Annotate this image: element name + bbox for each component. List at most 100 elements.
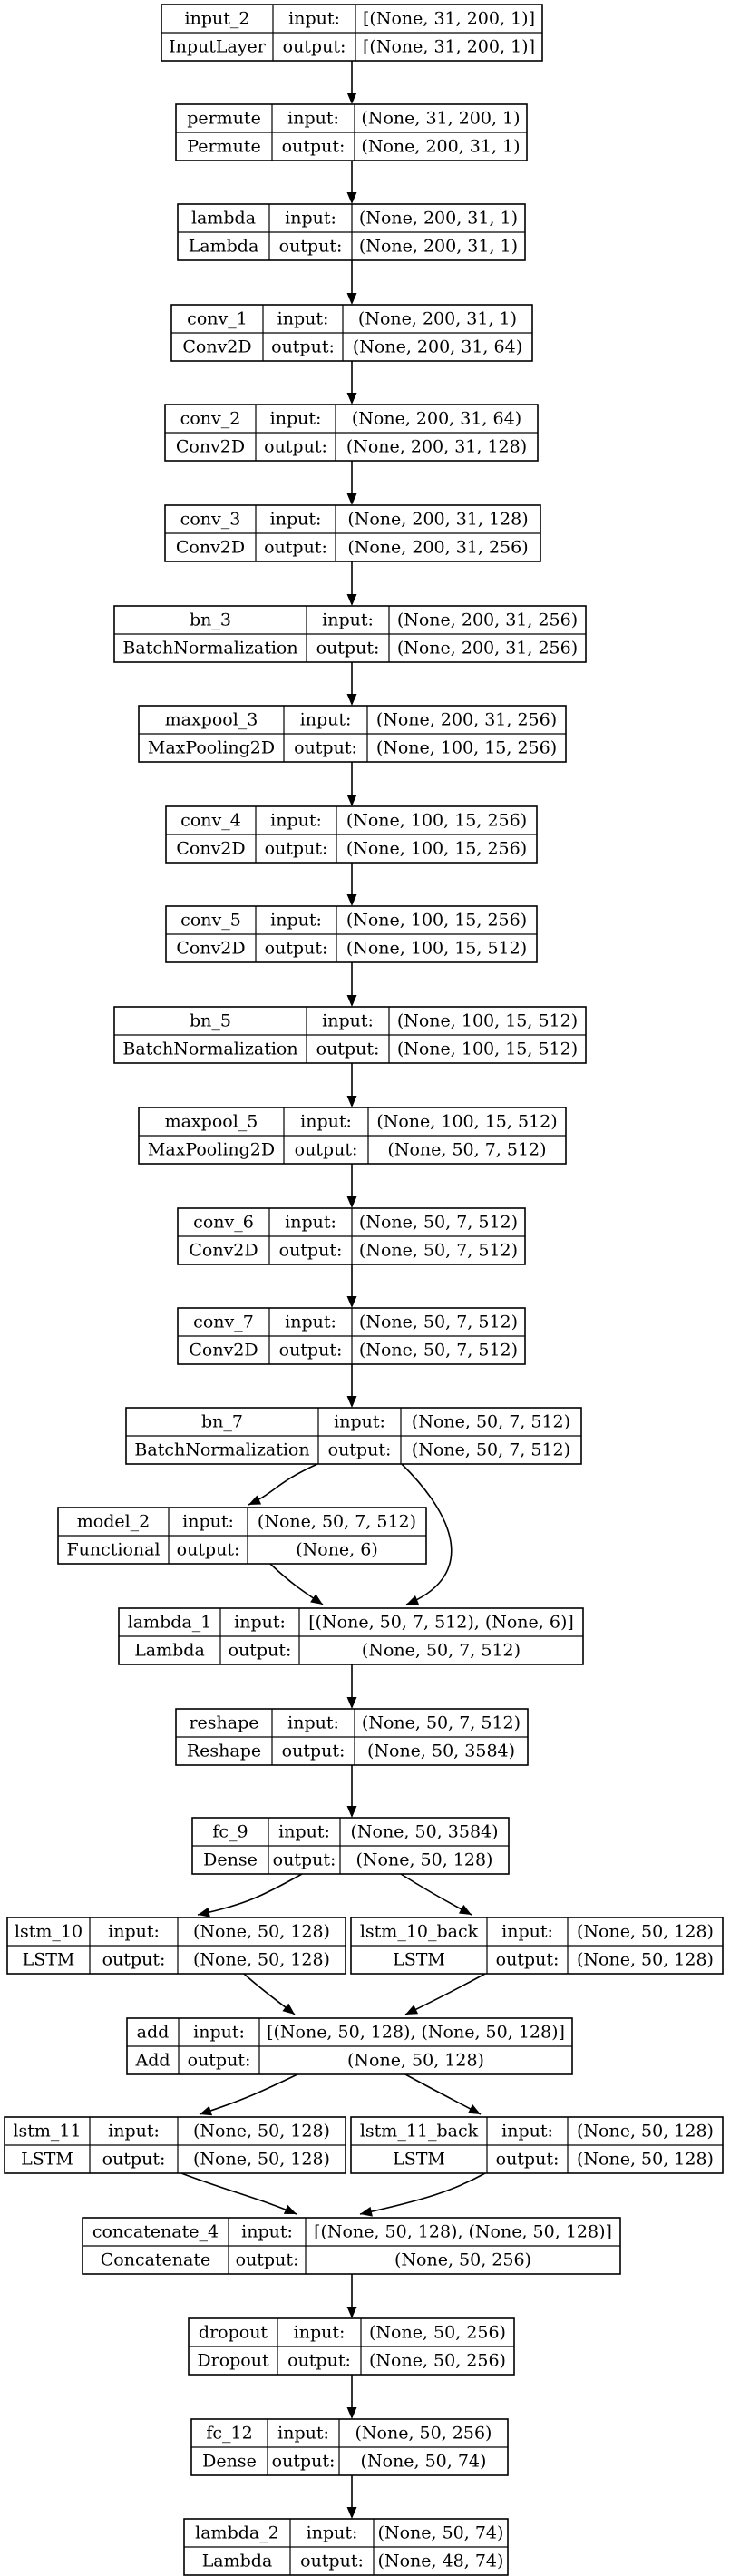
input-shape: [(None, 50, 128), (None, 50, 128)] — [314, 2222, 612, 2242]
layer-type: Functional — [66, 1540, 160, 1560]
input-shape: (None, 50, 7, 512) — [362, 1713, 521, 1733]
input-label: input: — [287, 109, 339, 129]
input-label: input: — [300, 710, 352, 730]
arrowhead — [200, 2105, 213, 2116]
input-label: input: — [294, 2323, 346, 2343]
layer-type: Conv2D — [176, 437, 245, 457]
arrowhead — [346, 1096, 357, 1107]
output-label: output: — [264, 538, 327, 558]
input-shape: (None, 200, 31, 1) — [359, 209, 518, 229]
input-shape: (None, 50, 128) — [193, 1922, 330, 1942]
input-shape: (None, 50, 256) — [355, 2424, 492, 2444]
layer-name: bn_5 — [190, 1011, 231, 1031]
edge-line — [197, 1873, 303, 1916]
layer-name: fc_9 — [212, 1822, 248, 1842]
input-shape: (None, 50, 74) — [378, 2523, 504, 2543]
output-label: output: — [496, 2150, 560, 2170]
layer-name: lambda_2 — [195, 2523, 279, 2543]
arrowhead — [282, 2003, 295, 2015]
input-label: input: — [234, 1613, 286, 1633]
output-shape: (None, 48, 74) — [378, 2552, 504, 2571]
output-label: output: — [282, 137, 346, 157]
layer-name: reshape — [189, 1713, 258, 1733]
arrowhead — [346, 93, 357, 104]
edge-conv-5-to-bn-5 — [346, 962, 357, 1007]
arrowhead — [346, 2507, 357, 2519]
edge-line — [248, 1463, 318, 1506]
output-label: output: — [271, 337, 335, 357]
output-label: output: — [264, 437, 327, 457]
layer-node-bn-5: bn_5BatchNormalizationinput:output:(None… — [113, 1006, 587, 1064]
layer-name: maxpool_3 — [165, 710, 258, 730]
edge-reshape-to-fc-9 — [346, 1765, 357, 1818]
output-label: output: — [279, 1241, 343, 1261]
layer-name: lambda — [191, 209, 256, 229]
edge-add-to-lstm-11 — [199, 2073, 298, 2116]
input-shape: [(None, 50, 128), (None, 50, 128)] — [267, 2023, 565, 2043]
output-label: output: — [316, 1039, 380, 1059]
arrowhead — [346, 894, 357, 906]
output-shape: (None, 200, 31, 1) — [361, 137, 520, 157]
layer-type: MaxPooling2D — [148, 738, 275, 758]
input-shape: (None, 50, 7, 512) — [412, 1412, 570, 1432]
edge-conv-4-to-conv-5 — [346, 863, 357, 906]
layer-node-concatenate-4: concatenate_4Concatenateinput:output:[(N… — [82, 2217, 621, 2275]
output-shape: (None, 50, 256) — [394, 2250, 531, 2270]
input-label: input: — [501, 2122, 553, 2142]
output-shape: (None, 50, 74) — [361, 2452, 487, 2472]
output-shape: (None, 200, 31, 128) — [346, 437, 527, 457]
layer-type: Conv2D — [189, 1241, 258, 1261]
input-shape: (None, 50, 7, 512) — [258, 1512, 416, 1532]
input-label: input: — [108, 2122, 160, 2142]
output-label: output: — [294, 738, 357, 758]
output-shape: (None, 200, 31, 1) — [359, 237, 518, 257]
layer-name: lstm_10 — [15, 1922, 83, 1942]
output-shape: (None, 50, 3584) — [367, 1742, 515, 1761]
layer-type: LSTM — [393, 2150, 445, 2170]
edge-concatenate-4-to-dropout — [346, 2274, 357, 2318]
arrowhead — [458, 1904, 472, 1915]
arrowhead — [467, 2104, 481, 2114]
layer-type: Conv2D — [176, 839, 245, 859]
edge-fc-9-to-lstm-10 — [197, 1873, 303, 1917]
input-label: input: — [278, 1822, 330, 1842]
layer-type: Conv2D — [189, 1341, 258, 1361]
output-label: output: — [283, 37, 346, 57]
input-shape: (None, 100, 15, 256) — [346, 811, 527, 831]
layer-type: Reshape — [187, 1742, 261, 1761]
input-label: input: — [334, 1412, 385, 1432]
arrowhead — [346, 1196, 357, 1208]
layer-node-maxpool-3: maxpool_3MaxPooling2Dinput:output:(None,… — [138, 705, 567, 763]
output-label: output: — [272, 2452, 336, 2472]
input-label: input: — [300, 1112, 352, 1132]
output-shape: (None, 100, 15, 512) — [346, 939, 527, 959]
layer-type: Lambda — [189, 237, 259, 257]
input-label: input: — [287, 1713, 339, 1733]
layer-type: Add — [134, 2051, 170, 2071]
layer-node-bn-3: bn_3BatchNormalizationinput:output:(None… — [113, 605, 587, 663]
input-label: input: — [288, 9, 340, 29]
output-label: output: — [300, 2552, 364, 2571]
output-shape: (None, 50, 7, 512) — [359, 1341, 518, 1361]
edge-fc-12-to-lambda-2 — [346, 2475, 357, 2519]
input-label: input: — [270, 510, 322, 530]
arrowhead — [405, 2005, 419, 2015]
layer-node-bn-7: bn_7BatchNormalizationinput:output:(None… — [125, 1407, 582, 1465]
edge-conv-3-to-bn-3 — [346, 561, 357, 606]
output-shape: (None, 200, 31, 64) — [353, 337, 522, 357]
arrowhead — [346, 393, 357, 405]
output-shape: (None, 50, 7, 512) — [412, 1440, 570, 1460]
edge-line — [404, 1973, 486, 2015]
output-shape: (None, 50, 128) — [577, 1950, 714, 1970]
